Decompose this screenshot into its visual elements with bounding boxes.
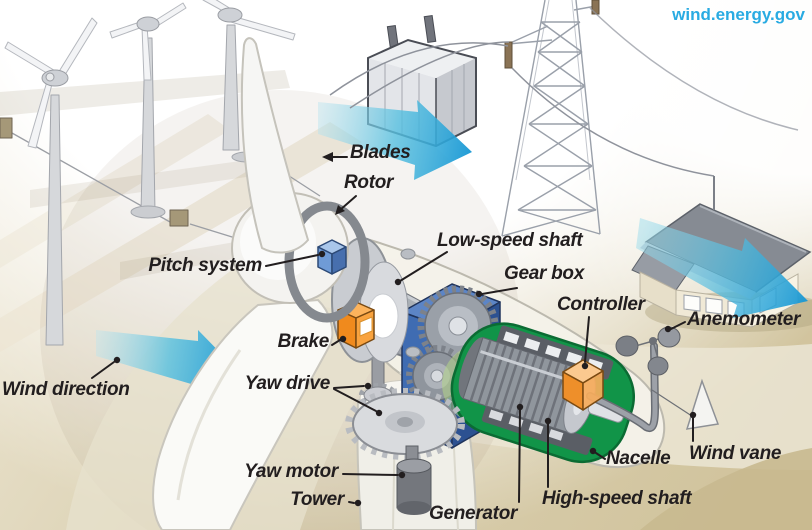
watermark-text: wind.energy.gov <box>672 5 805 24</box>
label-nacelle: Nacelle <box>606 448 671 469</box>
ground-box <box>0 117 13 139</box>
background-turbine-2 <box>109 2 189 227</box>
house-window <box>683 294 701 312</box>
wind-farm <box>0 0 321 346</box>
label-wind-direction: Wind direction <box>2 379 130 400</box>
background-turbine-1 <box>4 17 98 346</box>
label-rotor: Rotor <box>344 172 394 193</box>
label-yaw-motor: Yaw motor <box>244 461 338 482</box>
transformer-graphic <box>367 15 477 148</box>
anemometer-mast <box>586 342 660 432</box>
label-high-speed-shaft: High-speed shaft <box>542 488 692 509</box>
label-controller: Controller <box>557 294 645 315</box>
label-brake: Brake <box>277 331 330 352</box>
yaw-motor-graphic <box>396 445 432 515</box>
yaw-drive-graphic <box>345 355 465 460</box>
pitch-system-graphic <box>317 239 347 275</box>
label-blades: Blades <box>350 142 411 163</box>
transmission-tower <box>501 0 601 237</box>
label-yaw-drive: Yaw drive <box>244 373 331 394</box>
blade-lower <box>152 298 334 530</box>
label-generator: Generator <box>429 503 518 524</box>
generator-graphic <box>450 322 636 464</box>
label-pitch-system: Pitch system <box>148 255 262 276</box>
leader-markers <box>113 152 697 507</box>
ground-box <box>169 209 189 227</box>
label-low-speed-shaft: Low-speed shaft <box>437 230 583 251</box>
house-window <box>705 297 723 315</box>
controller-graphic <box>562 359 604 411</box>
label-wind-vane: Wind vane <box>689 443 782 464</box>
label-anemometer: Anemometer <box>687 309 801 330</box>
blade-upper <box>240 37 310 254</box>
label-gear-box: Gear box <box>504 263 584 284</box>
label-tower: Tower <box>290 489 344 510</box>
leader-lines <box>91 156 694 504</box>
power-lines <box>329 7 799 177</box>
wind-flow-arrow-house <box>636 218 808 318</box>
anemometer-graphic <box>615 326 681 376</box>
rotor-hub <box>152 37 370 530</box>
wind-flow-arrow-top <box>318 100 472 180</box>
